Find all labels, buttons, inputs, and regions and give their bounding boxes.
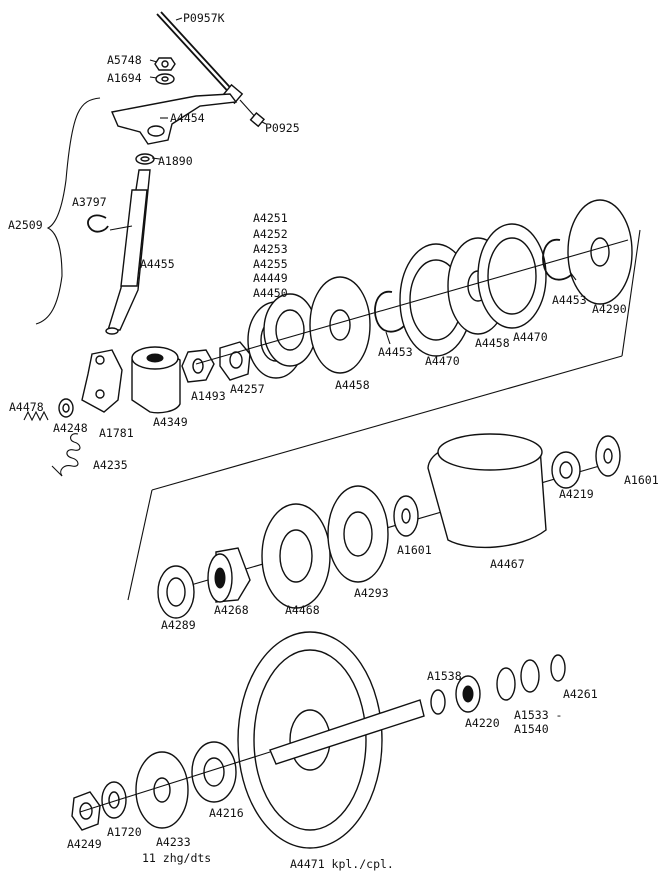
label-a4261: A4261	[563, 687, 598, 701]
circlip-a4261	[550, 654, 566, 682]
ring-a4453-left	[374, 291, 405, 333]
label-a4253: A4253	[253, 242, 288, 256]
label-a1781: A1781	[99, 426, 134, 440]
label-a4233: A4233	[156, 835, 191, 849]
label-a4470-left: A4470	[425, 354, 460, 368]
label-a4216: A4216	[209, 806, 244, 820]
label-a1540: A1540	[514, 722, 549, 736]
disc-a4293	[327, 485, 389, 583]
upper-axis-line	[195, 239, 629, 365]
label-a4289: A4289	[161, 618, 196, 632]
label-a4478: A4478	[9, 400, 44, 414]
nut-a5748	[154, 57, 176, 71]
label-a4268: A4268	[214, 603, 249, 617]
label-a1694: A1694	[107, 71, 142, 85]
shaft-a4455	[105, 169, 151, 335]
label-a4252: A4252	[253, 227, 288, 241]
spring-a4235	[51, 433, 81, 477]
upper-frame-right	[621, 229, 641, 357]
label-a4468: A4468	[285, 603, 320, 617]
washer-a1601-right	[595, 435, 621, 477]
plate-a4470-right	[477, 223, 547, 329]
spacer-a4268	[207, 547, 251, 603]
label-a4235: A4235	[93, 458, 128, 472]
label-teeth: 11 zhg/dts	[142, 851, 211, 865]
label-a4455: A4455	[140, 257, 175, 271]
washer-a1720	[101, 781, 127, 819]
label-a5748: A5748	[107, 53, 142, 67]
label-a4467: A4467	[490, 557, 525, 571]
middle-frame-left	[127, 489, 153, 601]
washer-a1694	[155, 73, 175, 85]
washers-a4251	[247, 293, 317, 379]
label-a4470-right: A4470	[513, 330, 548, 344]
nut-a4248	[58, 398, 74, 418]
cup-a4349	[131, 346, 181, 414]
plate-a4290	[567, 199, 633, 305]
gear-a4289	[157, 565, 195, 619]
label-a4257: A4257	[230, 382, 265, 396]
sprocket-a4233	[135, 751, 189, 829]
bushing-a4219	[551, 451, 581, 489]
label-a1533: A1533 -	[514, 708, 562, 722]
label-a4251: A4251	[253, 211, 288, 225]
basket-a4467	[427, 433, 547, 549]
bracket-a2509	[35, 97, 101, 325]
spring-a4478	[23, 410, 49, 422]
nut-a1493	[181, 349, 215, 383]
label-a4293: A4293	[354, 586, 389, 600]
label-a4471: A4471 kpl./cpl.	[290, 857, 394, 871]
nut-a4257	[219, 341, 251, 381]
nut-a4249	[71, 791, 101, 831]
lever-a4454	[111, 93, 238, 145]
leader-lines	[109, 17, 577, 345]
label-a4255: A4255	[253, 257, 288, 271]
circlip-a1890	[135, 153, 155, 165]
label-a1493: A1493	[191, 389, 226, 403]
label-a4249: A4249	[67, 837, 102, 851]
label-a3797: A3797	[72, 195, 107, 209]
label-a1538: A1538	[427, 669, 462, 683]
lever-arm-a1781	[81, 349, 123, 413]
label-a4454: A4454	[170, 111, 205, 125]
middle-frame-top	[151, 355, 623, 491]
label-a4453-right: A4453	[552, 293, 587, 307]
label-a4453-left: A4453	[378, 345, 413, 359]
washers-a1533	[496, 659, 540, 701]
ring-a4453-right	[542, 239, 573, 281]
label-a4458-right: A4458	[475, 336, 510, 350]
label-a4248: A4248	[53, 421, 88, 435]
label-a4349: A4349	[153, 415, 188, 429]
spring-ring-a4468	[261, 503, 331, 609]
label-a4220: A4220	[465, 716, 500, 730]
washer-a1601-left	[393, 495, 419, 537]
label-a2509: A2509	[8, 218, 43, 232]
label-a1601-left: A1601	[397, 543, 432, 557]
label-a1720: A1720	[107, 825, 142, 839]
label-p0957k: P0957K	[183, 11, 225, 25]
label-p0925: P0925	[265, 121, 300, 135]
shaft-a4471	[269, 699, 425, 765]
bushing-a4220	[455, 675, 481, 713]
label-a4458-left: A4458	[335, 378, 370, 392]
washer-a1538	[430, 689, 446, 715]
label-a4449: A4449	[253, 271, 288, 285]
lower-axis-line	[79, 751, 271, 813]
label-a1601-right: A1601	[624, 473, 659, 487]
spacer-a4216	[191, 741, 237, 803]
label-a1890: A1890	[158, 154, 193, 168]
label-a4450: A4450	[253, 286, 288, 300]
clip-a3797	[87, 214, 109, 233]
label-a4290: A4290	[592, 302, 627, 316]
label-a4219: A4219	[559, 487, 594, 501]
plate-a4458-left	[309, 276, 371, 374]
